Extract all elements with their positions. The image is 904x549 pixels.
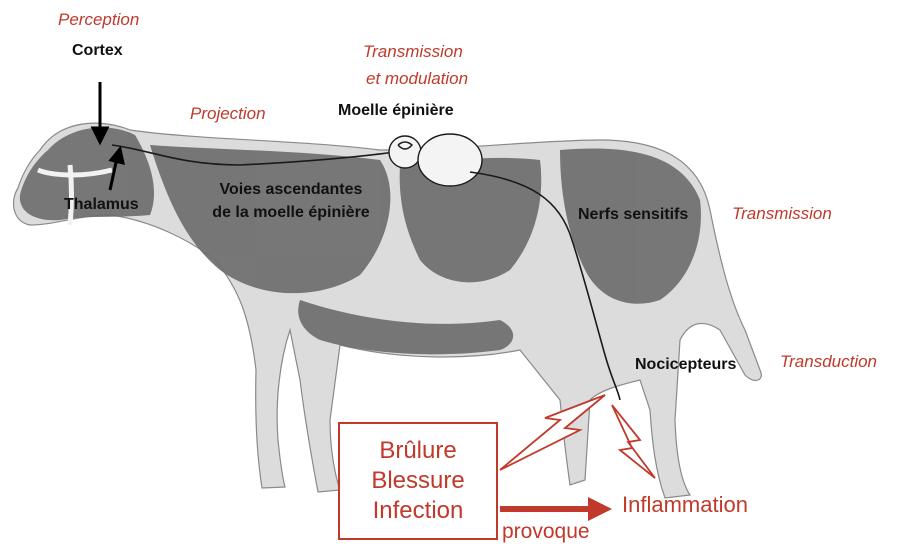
- label-cortex: Cortex: [72, 42, 123, 60]
- label-perception: Perception: [58, 10, 139, 30]
- label-spinal-cord: Moelle épinière: [338, 102, 454, 120]
- label-projection: Projection: [190, 104, 266, 124]
- cause-infection: Infection: [373, 496, 464, 526]
- pain-bolt-1: [500, 395, 605, 470]
- pain-bolt-2: [612, 405, 655, 478]
- label-nociceptors: Nocicepteurs: [635, 356, 736, 374]
- label-transduction: Transduction: [780, 352, 877, 372]
- label-thalamus: Thalamus: [64, 196, 139, 214]
- cause-burn: Brûlure: [379, 436, 456, 466]
- causes-box: Brûlure Blessure Infection: [338, 422, 498, 540]
- label-transmission: Transmission: [732, 204, 832, 224]
- provoque-arrow: [500, 497, 612, 521]
- label-transmission-modulation-2: et modulation: [366, 69, 468, 89]
- label-ascending-2: de la moelle épinière: [186, 204, 396, 222]
- label-provoque: provoque: [502, 520, 590, 544]
- label-ascending-1: Voies ascendantes: [186, 181, 396, 199]
- label-transmission-modulation-1: Transmission: [363, 42, 463, 62]
- label-inflammation: Inflammation: [622, 492, 748, 517]
- cause-injury: Blessure: [371, 466, 464, 496]
- cortex-arrow: [93, 82, 107, 142]
- label-sensory-nerves: Nerfs sensitifs: [578, 206, 688, 224]
